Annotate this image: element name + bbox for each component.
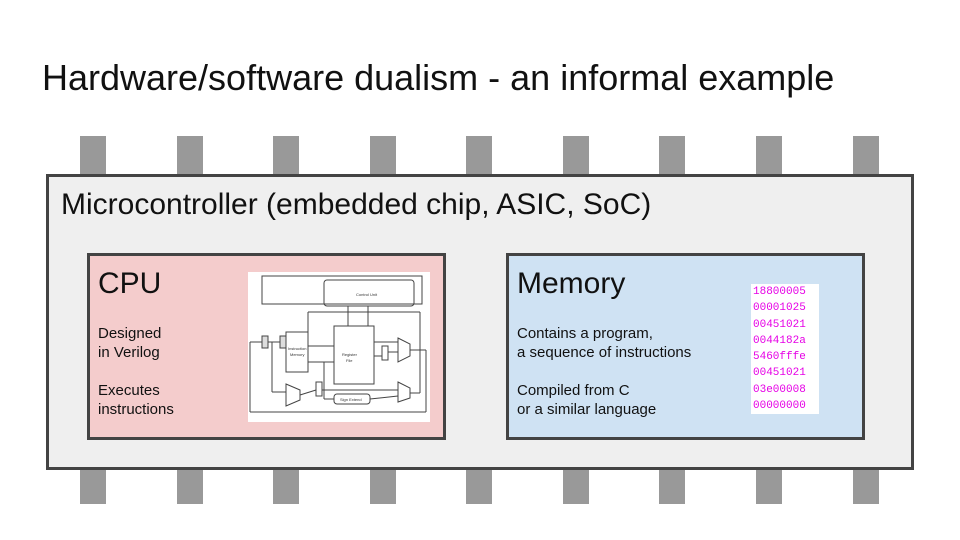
program-hex-listing: 18800005 00001025 00451021 0044182a 5460…: [751, 284, 819, 414]
hex-instruction: 00451021: [753, 367, 806, 380]
memory-compile-line-1: Compiled from C: [517, 382, 630, 399]
hex-instruction: 18800005: [753, 286, 806, 298]
chip-pin-bottom: [853, 466, 879, 504]
datapath-diagram: Instruction Memory Register File Control…: [249, 275, 427, 413]
chip-pin-bottom: [177, 466, 203, 504]
cpu-design-line-2: in Verilog: [98, 344, 160, 361]
chip-pin-bottom: [563, 466, 589, 504]
chip-pin-bottom: [80, 466, 106, 504]
chip-pin-bottom: [273, 466, 299, 504]
slide-title: Hardware/software dualism - an informal …: [42, 57, 835, 98]
memory-compile-line-2: or a similar language: [517, 401, 657, 418]
chip-pin-bottom: [659, 466, 685, 504]
cpu-design-line-1: Designed: [98, 325, 162, 342]
cpu-title: CPU: [98, 267, 162, 300]
chip-pin-top: [80, 136, 106, 174]
chip-pin-top: [756, 136, 782, 174]
svg-text:Register: Register: [342, 352, 358, 357]
memory-program-line-1: Contains a program,: [517, 325, 653, 342]
svg-text:Memory: Memory: [290, 352, 304, 357]
chip-pin-bottom: [756, 466, 782, 504]
svg-text:Sign Extend: Sign Extend: [340, 397, 362, 402]
svg-text:Instruction: Instruction: [288, 346, 306, 351]
cpu-exec-line-2: instructions: [98, 401, 174, 418]
hex-instruction: 00451021: [753, 318, 806, 331]
svg-text:Control Unit: Control Unit: [356, 292, 378, 297]
cpu-block: CPU Designed in Verilog Executes instruc…: [87, 253, 446, 440]
chip-pin-top: [273, 136, 299, 174]
memory-title: Memory: [517, 267, 626, 300]
chip-pin-top: [853, 136, 879, 174]
hex-instruction: 03e00008: [753, 383, 806, 396]
chip-pin-top: [370, 136, 396, 174]
memory-program-line-2: a sequence of instructions: [517, 344, 692, 361]
hex-instruction: 5460fffe: [753, 351, 806, 364]
cpu-datapath-figure: Instruction Memory Register File Control…: [248, 272, 430, 422]
chip-pin-top: [659, 136, 685, 174]
hex-instruction: 00001025: [753, 302, 806, 315]
microcontroller-chip: Microcontroller (embedded chip, ASIC, So…: [46, 174, 914, 470]
memory-block: Memory Contains a program, a sequence of…: [506, 253, 865, 440]
chip-pin-top: [177, 136, 203, 174]
chip-pin-bottom: [370, 466, 396, 504]
chip-pin-bottom: [466, 466, 492, 504]
hex-instruction: 0044182a: [753, 334, 806, 347]
cpu-exec-line-1: Executes: [98, 382, 160, 399]
svg-text:File: File: [346, 358, 353, 363]
hex-instruction: 00000000: [753, 400, 806, 413]
chip-pin-top: [563, 136, 589, 174]
chip-label: Microcontroller (embedded chip, ASIC, So…: [61, 188, 652, 221]
chip-pin-top: [466, 136, 492, 174]
